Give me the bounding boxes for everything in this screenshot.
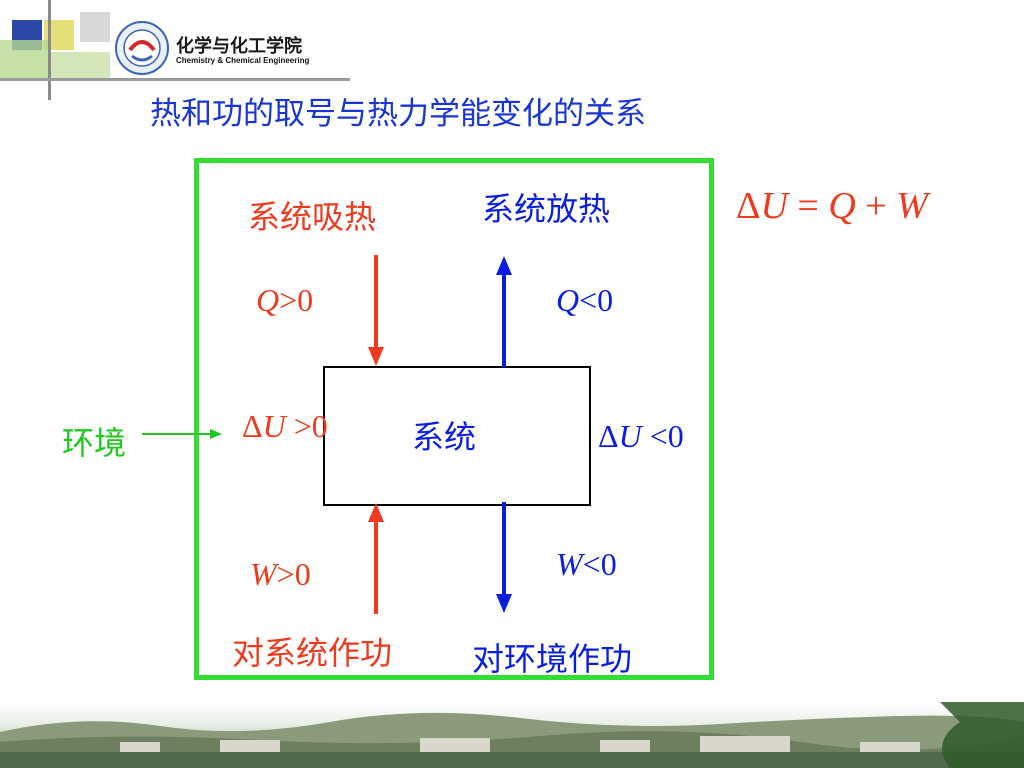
du-negative: ΔU <0: [598, 418, 684, 455]
w-symbol: W: [556, 546, 583, 582]
du-relation: <0: [641, 418, 684, 454]
q-relation: >0: [279, 282, 314, 318]
q-relation: <0: [579, 282, 614, 318]
first-law-formula: ΔU = Q + W: [736, 184, 928, 228]
w-symbol: W: [896, 185, 928, 227]
delta-symbol: Δ: [736, 185, 761, 227]
u-symbol: U: [760, 185, 788, 227]
school-logo: [114, 20, 170, 76]
slide-title: 热和功的取号与热力学能变化的关系: [150, 96, 646, 132]
school-name-en: Chemistry & Chemical Engineering: [176, 56, 310, 65]
school-name-cn: 化学与化工学院: [176, 36, 302, 57]
delta-symbol: Δ: [242, 408, 263, 444]
header-hline: [0, 78, 350, 81]
plus-sign: +: [855, 185, 897, 227]
system-box: [323, 366, 591, 506]
surroundings-frame: [194, 158, 714, 680]
w-relation: >0: [276, 556, 311, 592]
absorb-heat-label: 系统吸热: [248, 198, 377, 236]
campus-photo-banner: [0, 702, 1024, 768]
q-positive: Q>0: [256, 282, 313, 319]
heat-in-arrow: [364, 255, 388, 367]
du-relation: >0: [285, 408, 328, 444]
header-vline: [48, 0, 51, 100]
du-positive: ΔU >0: [242, 408, 328, 445]
corner-square-gray: [80, 12, 110, 42]
surroundings-label: 环境: [62, 424, 127, 462]
q-symbol: Q: [828, 185, 856, 227]
w-negative: W<0: [556, 546, 617, 583]
w-relation: <0: [582, 546, 617, 582]
u-symbol: U: [618, 418, 642, 454]
equals-sign: =: [787, 185, 829, 227]
system-label: 系统: [412, 418, 477, 456]
work-in-arrow: [364, 502, 388, 614]
release-heat-label: 系统放热: [482, 190, 611, 228]
heat-out-arrow: [492, 255, 516, 367]
w-symbol: W: [250, 556, 277, 592]
q-negative: Q<0: [556, 282, 613, 319]
work-on-system-label: 对系统作功: [232, 634, 393, 672]
delta-symbol: Δ: [598, 418, 619, 454]
q-symbol: Q: [556, 282, 580, 318]
work-on-surroundings-label: 对环境作功: [472, 640, 633, 678]
q-symbol: Q: [256, 282, 280, 318]
w-positive: W>0: [250, 556, 311, 593]
u-symbol: U: [262, 408, 286, 444]
work-out-arrow: [492, 502, 516, 614]
surroundings-pointer-arrow: [142, 424, 224, 444]
corner-square-green: [0, 40, 50, 80]
corner-square-green2: [50, 52, 110, 80]
